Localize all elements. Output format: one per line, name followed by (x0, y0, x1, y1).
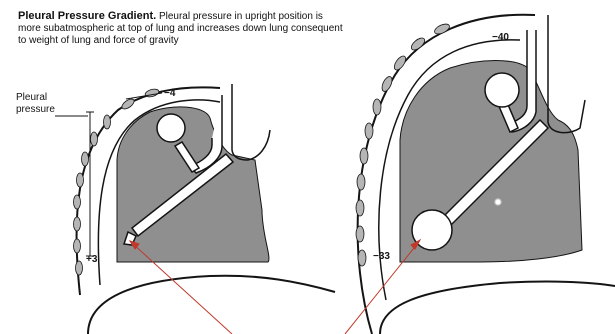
right-upper-alveolus (485, 73, 519, 107)
right-rib (357, 174, 365, 190)
left-rib (74, 195, 81, 209)
right-small-dot (495, 199, 501, 205)
pleural-label-line2: pressure (16, 104, 55, 115)
left-rib (82, 152, 89, 166)
left-diaphragm (88, 276, 335, 334)
left-rib (91, 132, 98, 146)
right-diaphragm (380, 282, 615, 334)
left-rib (77, 173, 84, 187)
right-rib (373, 99, 381, 115)
right-rib (380, 75, 394, 93)
right-rib (433, 22, 451, 36)
left-rib (74, 217, 81, 231)
right-rib (356, 226, 364, 242)
pleural-label-line1: Pleural (16, 92, 47, 103)
right-rib (365, 123, 373, 139)
left-upper-alveolus (157, 114, 185, 142)
left-rib (74, 239, 81, 253)
left-rib (144, 88, 159, 98)
left-top-value: −4 (164, 88, 176, 99)
right-lung-diagram: −40 −33 (356, 15, 615, 334)
left-rib (76, 261, 83, 275)
right-bottom-value: −33 (373, 251, 390, 262)
right-rib (360, 148, 368, 164)
left-mediastinum (232, 84, 270, 160)
left-rib (104, 115, 111, 129)
right-rib (358, 250, 366, 266)
left-rib (120, 97, 135, 111)
left-lung-diagram: Pleural pressure −4 +3 (16, 84, 335, 334)
left-top-value-leader (126, 93, 162, 99)
right-top-value: −40 (492, 32, 509, 43)
left-bottom-value: +3 (86, 254, 98, 265)
right-rib (356, 200, 364, 216)
